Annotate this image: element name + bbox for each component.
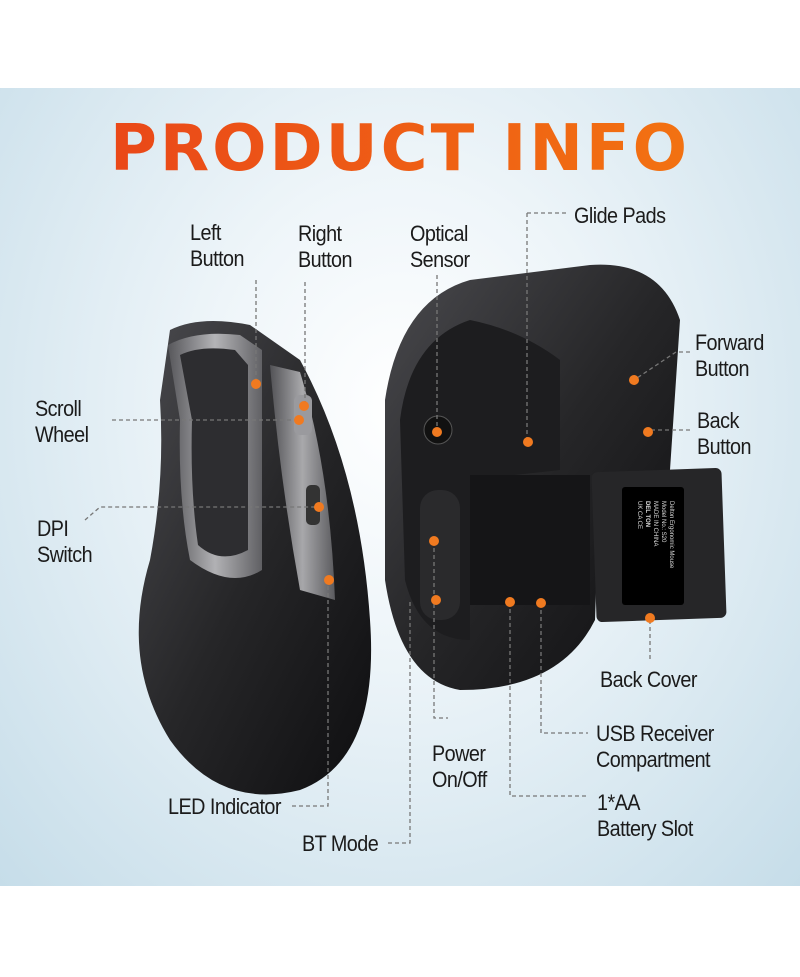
dot-scroll-wheel: [294, 415, 304, 425]
label-line: Wheel: [35, 422, 89, 447]
label-line: Button: [695, 356, 750, 381]
label-line: LED Indicator: [168, 794, 281, 819]
dot-power: [429, 536, 439, 546]
dot-forward-button: [629, 375, 639, 385]
label-line: Button: [298, 247, 353, 272]
label-line: Glide Pads: [574, 203, 666, 228]
label-line: Right: [298, 221, 342, 246]
label-line: Switch: [37, 542, 93, 567]
label-line: Back Cover: [600, 667, 697, 692]
sticker-origin: MADE IN CHINA: [652, 501, 658, 547]
label-line: Battery Slot: [597, 816, 693, 841]
dot-bt-mode: [431, 595, 441, 605]
label-line: Scroll: [35, 396, 82, 421]
mouse-bottom-view: [385, 264, 727, 690]
dot-glide-pads: [523, 437, 533, 447]
label-line: Left: [190, 220, 221, 245]
dot-usb: [536, 598, 546, 608]
label-line: Button: [697, 434, 752, 459]
label-line: Sensor: [410, 247, 470, 272]
sticker-model: Model No.: S20: [660, 501, 666, 543]
dot-dpi-switch: [314, 502, 324, 512]
label-line: Optical: [410, 221, 468, 246]
callout-dots: [251, 375, 655, 623]
page-title: PRODUCT INFO: [0, 112, 800, 186]
label-led-indicator: LED Indicator: [168, 794, 281, 820]
label-line: Compartment: [596, 747, 711, 772]
label-line: Forward: [695, 330, 764, 355]
dot-left-button: [251, 379, 261, 389]
sticker-name: Delton Ergonomic Mouse: [668, 501, 674, 569]
dot-back-button: [643, 427, 653, 437]
mouse-front-view: [138, 321, 372, 795]
label-line: Button: [190, 246, 245, 271]
label-back-cover: Back Cover: [600, 667, 697, 693]
sticker-brand: DEL TON: [644, 501, 650, 528]
label-line: Back: [697, 408, 739, 433]
dot-right-button: [299, 401, 309, 411]
dot-back-cover: [645, 613, 655, 623]
sticker-marks: UK CA CE: [636, 501, 642, 530]
dot-optical-sensor: [432, 427, 442, 437]
label-bt-mode: BT Mode: [302, 831, 379, 857]
label-line: DPI: [37, 516, 69, 541]
leader-lines: [84, 212, 690, 844]
label-line: USB Receiver: [596, 721, 714, 746]
label-line: On/Off: [432, 767, 487, 792]
label-line: 1*AA: [597, 790, 641, 815]
product-sticker: Delton Ergonomic Mouse Model No.: S20 MA…: [624, 492, 682, 602]
dot-led: [324, 575, 334, 585]
label-line: BT Mode: [302, 831, 379, 856]
label-glide-pads: Glide Pads: [574, 203, 666, 229]
label-line: Power: [432, 741, 486, 766]
dot-battery: [505, 597, 515, 607]
